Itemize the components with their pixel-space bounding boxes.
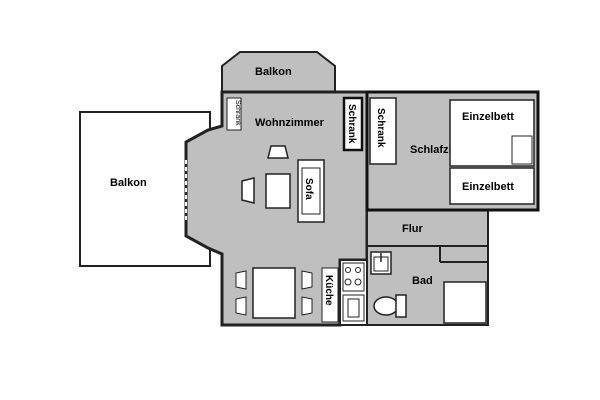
coffee-table <box>265 173 291 209</box>
chair-icon-2 <box>235 296 247 316</box>
balkon-left-label: Balkon <box>110 177 147 189</box>
wohnzimmer-label: Wohnzimmer <box>255 117 325 129</box>
chair-icon-3 <box>301 270 313 290</box>
dining-table <box>252 267 296 319</box>
bed-2 <box>449 167 535 205</box>
schrank-wohn-label: Schrank <box>346 104 357 144</box>
armchair-icon-2 <box>241 177 255 204</box>
schrank-schlaf <box>369 97 397 165</box>
bed-2-label: Einzelbett <box>462 181 514 193</box>
balkon-top-label: Balkon <box>255 66 292 78</box>
toilet-bowl <box>373 296 399 316</box>
burner-icon-1 <box>345 267 351 273</box>
burner-icon-3 <box>344 278 352 286</box>
flur-label: Flur <box>402 223 423 235</box>
sofa-label: Sofa <box>303 178 314 200</box>
outer-wall-right <box>365 90 540 212</box>
schrank-schlaf-label: Schrank <box>375 108 386 148</box>
schrank-small-label: Schrank <box>234 100 241 126</box>
stove <box>342 262 365 292</box>
burner-icon-4 <box>354 278 362 286</box>
kueche-counter <box>321 267 339 323</box>
schrank-small <box>226 97 242 131</box>
armchair-icon <box>267 145 289 159</box>
sofa-seat <box>301 167 321 215</box>
kitchen-sink-basin <box>347 298 360 318</box>
bad-label: Bad <box>412 275 433 287</box>
shower-tray <box>443 281 487 324</box>
schrank-wohn <box>342 96 364 152</box>
chair-icon-1 <box>235 270 247 290</box>
bed-1-pillow <box>511 135 533 165</box>
burner-icon-2 <box>355 267 361 273</box>
chair-icon-4 <box>301 296 313 316</box>
bed-1-label: Einzelbett <box>462 111 514 123</box>
toilet-tank <box>395 294 407 318</box>
flur-area <box>366 209 489 247</box>
kueche-label: Küche <box>323 275 334 306</box>
